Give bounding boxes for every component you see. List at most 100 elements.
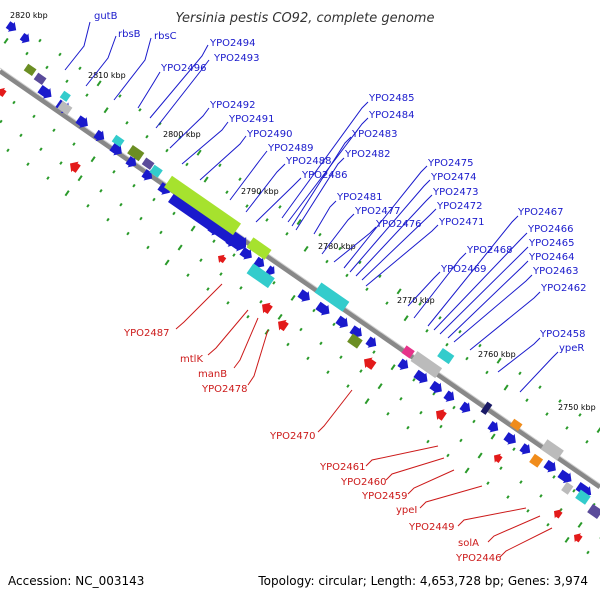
reverse-gene-arrow[interactable] bbox=[360, 354, 377, 372]
forward-gene-arrow[interactable] bbox=[124, 154, 140, 170]
reverse-gene-arrow[interactable] bbox=[432, 406, 448, 422]
forward-gene-arrow[interactable] bbox=[5, 20, 20, 36]
gene-label-YPO2477[interactable]: YPO2477 bbox=[354, 206, 400, 217]
forward-gene-arrow[interactable] bbox=[574, 480, 595, 500]
forward-gene-arrow[interactable] bbox=[518, 442, 534, 458]
gene-label-YPO2494[interactable]: YPO2494 bbox=[209, 38, 255, 49]
gene-label-YPO2484[interactable]: YPO2484 bbox=[368, 110, 414, 121]
gene-label-YPO2474[interactable]: YPO2474 bbox=[430, 172, 476, 183]
gene-label-YPO2492[interactable]: YPO2492 bbox=[209, 100, 255, 111]
forward-gene-arrow[interactable] bbox=[442, 389, 458, 405]
forward-gene-arrow[interactable] bbox=[74, 114, 91, 132]
tick-mark bbox=[358, 260, 362, 265]
forward-gene-arrow[interactable] bbox=[296, 288, 313, 306]
gene-label-YPO2449[interactable]: YPO2449 bbox=[408, 522, 454, 533]
tick-mark bbox=[199, 258, 203, 262]
gene-label-YPO2482[interactable]: YPO2482 bbox=[344, 149, 390, 160]
forward-gene-arrow[interactable] bbox=[458, 400, 474, 416]
gene-label-YPO2469[interactable]: YPO2469 bbox=[440, 264, 486, 275]
gene-label-YPO2460[interactable]: YPO2460 bbox=[340, 477, 386, 488]
gene-label-YPO2466[interactable]: YPO2466 bbox=[527, 224, 573, 235]
gene-label-ypeI[interactable]: ypeI bbox=[396, 505, 417, 516]
gene-label-rbsC[interactable]: rbsC bbox=[154, 31, 177, 42]
reverse-gene-arrow[interactable] bbox=[491, 451, 504, 465]
gene-label-YPO2463[interactable]: YPO2463 bbox=[532, 266, 578, 277]
forward-gene-arrow[interactable] bbox=[238, 245, 255, 263]
forward-gene-arrow[interactable] bbox=[19, 31, 33, 46]
kbp-label: 2800 kbp bbox=[163, 130, 201, 139]
tick-mark bbox=[318, 232, 322, 237]
tick-mark bbox=[196, 149, 202, 156]
gene-label-YPO2487[interactable]: YPO2487 bbox=[123, 328, 169, 339]
tick-mark bbox=[59, 161, 63, 165]
tick-mark bbox=[77, 175, 83, 182]
reverse-gene-arrow[interactable] bbox=[274, 316, 290, 332]
tick-mark bbox=[519, 480, 523, 484]
gene-label-YPO2491[interactable]: YPO2491 bbox=[228, 114, 274, 125]
gene-label-YPO2493[interactable]: YPO2493 bbox=[213, 53, 259, 64]
forward-gene-arrow[interactable] bbox=[396, 357, 412, 373]
reverse-gene-arrow[interactable] bbox=[66, 158, 82, 174]
cog-box bbox=[141, 157, 155, 170]
gene-label-YPO2476[interactable]: YPO2476 bbox=[375, 219, 421, 230]
gene-label-YPO2490[interactable]: YPO2490 bbox=[246, 129, 292, 140]
gene-label-YPO2461[interactable]: YPO2461 bbox=[319, 462, 365, 473]
gene-label-manB[interactable]: manB bbox=[198, 369, 227, 380]
gene-label-YPO2468[interactable]: YPO2468 bbox=[466, 245, 512, 256]
reverse-gene-arrow[interactable] bbox=[571, 530, 584, 544]
gene-label-YPO2478[interactable]: YPO2478 bbox=[201, 384, 247, 395]
gene-label-YPO2465[interactable]: YPO2465 bbox=[528, 238, 574, 249]
gene-label-ypeR[interactable]: ypeR bbox=[559, 343, 584, 354]
forward-gene-arrow[interactable] bbox=[428, 379, 445, 397]
gene-label-YPO2446[interactable]: YPO2446 bbox=[455, 553, 501, 564]
gene-label-YPO2496[interactable]: YPO2496 bbox=[160, 63, 206, 74]
forward-gene-arrow[interactable] bbox=[206, 221, 223, 239]
forward-gene-arrow[interactable] bbox=[486, 419, 502, 435]
gene-label-YPO2485[interactable]: YPO2485 bbox=[368, 93, 414, 104]
gene-label-YPO2464[interactable]: YPO2464 bbox=[528, 252, 574, 263]
forward-gene-arrow[interactable] bbox=[92, 128, 108, 144]
gene-label-YPO2488[interactable]: YPO2488 bbox=[285, 156, 331, 167]
gene-label-YPO2489[interactable]: YPO2489 bbox=[267, 143, 313, 154]
gene-label-solA[interactable]: solA bbox=[458, 538, 479, 549]
gene-label-YPO2483[interactable]: YPO2483 bbox=[351, 129, 397, 140]
gene-label-rbsB[interactable]: rbsB bbox=[118, 29, 141, 40]
forward-gene-arrow[interactable] bbox=[502, 430, 519, 448]
gene-label-YPO2467[interactable]: YPO2467 bbox=[517, 207, 563, 218]
gene-label-YPO2471[interactable]: YPO2471 bbox=[438, 217, 484, 228]
reverse-gene-arrow[interactable] bbox=[258, 299, 274, 315]
genome-summary-text: Topology: circular; Length: 4,653,728 bp… bbox=[257, 574, 588, 588]
forward-gene-arrow[interactable] bbox=[182, 203, 239, 248]
forward-gene-arrow[interactable] bbox=[314, 300, 333, 319]
gene-label-YPO2473[interactable]: YPO2473 bbox=[432, 187, 478, 198]
gene-label-YPO2486[interactable]: YPO2486 bbox=[301, 170, 347, 181]
gene-label-YPO2462[interactable]: YPO2462 bbox=[540, 283, 586, 294]
reverse-gene-arrow[interactable] bbox=[551, 507, 564, 521]
tick-mark bbox=[512, 447, 516, 451]
reverse-gene-arrow[interactable] bbox=[215, 252, 227, 265]
reverse-gene-arrow[interactable] bbox=[0, 85, 8, 99]
gene-label-YPO2472[interactable]: YPO2472 bbox=[436, 201, 482, 212]
tick-mark bbox=[272, 280, 276, 285]
tick-mark bbox=[439, 424, 443, 429]
forward-gene-arrow[interactable] bbox=[542, 458, 559, 476]
gene-label-YPO2470[interactable]: YPO2470 bbox=[269, 431, 315, 442]
gene-label-YPO2481[interactable]: YPO2481 bbox=[336, 192, 382, 203]
gene-label-gutB[interactable]: gutB bbox=[94, 11, 118, 22]
forward-gene-arrow[interactable] bbox=[334, 314, 351, 332]
forward-gene-arrow[interactable] bbox=[412, 368, 431, 387]
forward-gene-arrow[interactable] bbox=[556, 468, 575, 487]
forward-gene-arrow[interactable] bbox=[265, 264, 278, 278]
gene-label-YPO2475[interactable]: YPO2475 bbox=[427, 158, 473, 169]
tick-mark bbox=[186, 273, 190, 277]
tick-mark bbox=[85, 93, 89, 97]
kbp-label: 2780 kbp bbox=[318, 242, 356, 251]
forward-gene-arrow[interactable] bbox=[36, 83, 55, 102]
forward-gene-arrow[interactable] bbox=[224, 234, 240, 250]
gene-label-mtlK[interactable]: mtlK bbox=[180, 354, 203, 365]
tick-mark bbox=[565, 426, 569, 430]
gene-label-YPO2458[interactable]: YPO2458 bbox=[539, 329, 585, 340]
forward-gene-arrow[interactable] bbox=[364, 335, 380, 351]
tick-mark bbox=[303, 245, 309, 252]
gene-label-YPO2459[interactable]: YPO2459 bbox=[361, 491, 407, 502]
